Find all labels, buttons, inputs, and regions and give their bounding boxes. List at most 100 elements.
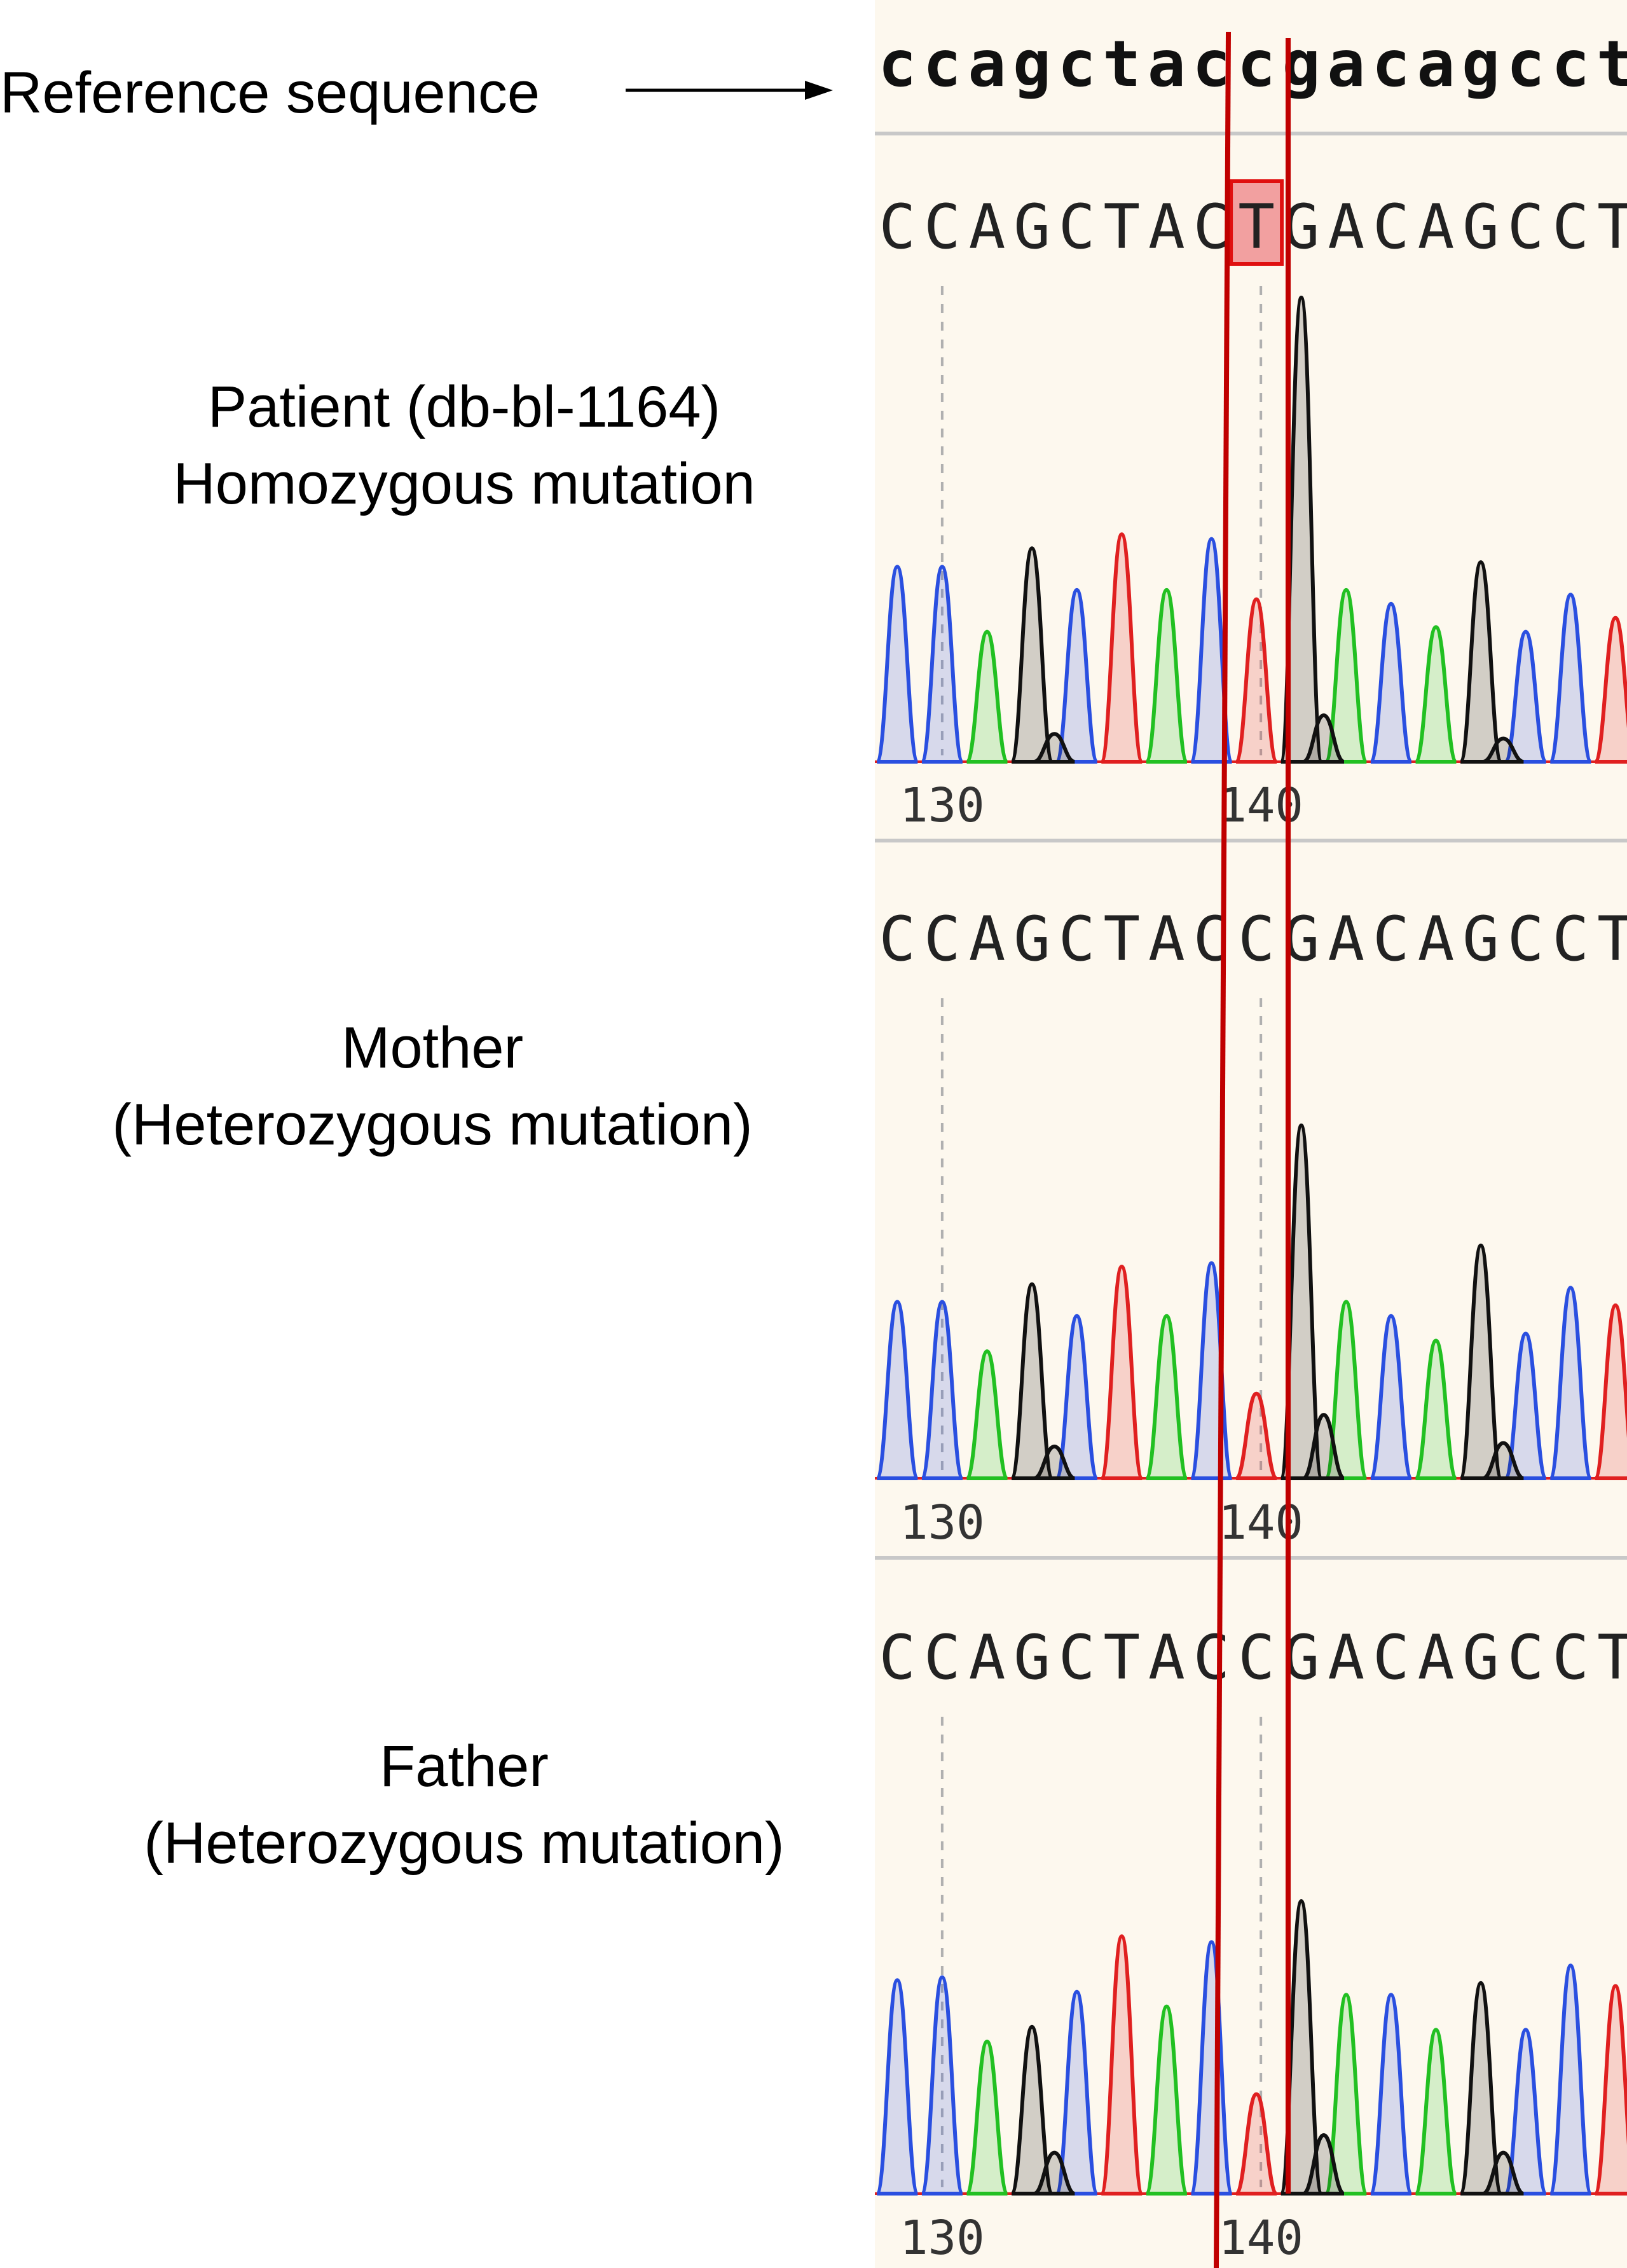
patient-peak: [919, 565, 965, 764]
patient-called-base: T: [1597, 191, 1627, 263]
mother-peak: [965, 1349, 1010, 1480]
father-peak: [1548, 1963, 1593, 2196]
reference-base: g: [1013, 27, 1051, 101]
mother-minor-peak: [1302, 1413, 1345, 1480]
mother-called-base: C: [1059, 904, 1095, 975]
mother-called-base: A: [969, 904, 1006, 975]
mother-peak: [1144, 1314, 1189, 1480]
patient-peak: [1368, 601, 1413, 764]
father-called-base: C: [1059, 1622, 1095, 1693]
mother-peak: [1235, 1391, 1278, 1480]
father-called-base: A: [1328, 1622, 1364, 1693]
mother-called-base: G: [1013, 904, 1050, 975]
reference-base: t: [1596, 27, 1627, 101]
reference-base: c: [1058, 27, 1096, 101]
mother-peak: [1054, 1314, 1099, 1480]
patient-peak: [1503, 629, 1548, 764]
patient-peak: [1548, 593, 1593, 764]
patient-called-base: G: [1013, 191, 1050, 263]
father-minor-peak: [1302, 2133, 1345, 2196]
mother-name: Mother: [341, 1015, 524, 1080]
reference-base: c: [1551, 27, 1589, 101]
patient-peak: [1099, 532, 1144, 764]
father-peak: [1324, 1993, 1369, 2196]
patient-called-base: A: [969, 191, 1006, 263]
father-label: Father (Heterozygous mutation): [95, 1728, 833, 1883]
father-position-tick: 130: [900, 2211, 985, 2265]
mother-peak: [1459, 1243, 1504, 1480]
mother-called-base: C: [1373, 904, 1410, 975]
mother-position-tick: 130: [900, 1495, 985, 1550]
father-peak: [1144, 2004, 1189, 2196]
reference-arrow-icon: [626, 81, 833, 100]
patient-position-tick: 130: [900, 778, 985, 833]
reference-base: c: [878, 27, 916, 101]
patient-called-base: A: [1418, 191, 1455, 263]
patient-status: Homozygous mutation: [173, 451, 755, 517]
reference-base: c: [1507, 27, 1545, 101]
patient-peak: [1593, 615, 1627, 764]
reference-base: a: [1417, 27, 1455, 101]
patient-called-base: T: [1103, 191, 1140, 263]
patient-minor-peak: [1302, 713, 1345, 764]
father-peak: [1459, 1981, 1504, 2196]
father-peak: [1593, 1984, 1627, 2196]
father-called-base: C: [1507, 1622, 1544, 1693]
reference-base: t: [1102, 27, 1141, 101]
reference-base: a: [1148, 27, 1186, 101]
father-called-base: C: [1238, 1622, 1275, 1693]
reference-sequence-label: Reference sequence: [0, 60, 540, 125]
mother-called-base: A: [1148, 904, 1185, 975]
father-position-tick: 140: [1218, 2211, 1303, 2265]
patient-called-base: C: [1552, 191, 1589, 263]
patient-minor-peak: [1033, 732, 1076, 764]
patient-peak: [1459, 560, 1504, 764]
father-called-base: C: [879, 1622, 916, 1693]
mother-called-base: C: [1552, 904, 1589, 975]
patient-called-base: C: [1507, 191, 1544, 263]
patient-name: Patient (db-bl-1164): [207, 375, 721, 439]
patient-peak: [1324, 588, 1369, 764]
mother-label: Mother (Heterozygous mutation): [64, 1010, 801, 1164]
patient-peak: [1234, 597, 1279, 764]
patient-minor-peak: [1482, 736, 1525, 764]
panel-dividers: [875, 132, 1627, 1560]
mother-called-base: T: [1597, 904, 1627, 975]
reference-base: g: [1462, 27, 1500, 101]
mother-called-base: G: [1462, 904, 1499, 975]
mother-peak: [1503, 1331, 1548, 1480]
father-peak: [1234, 2092, 1279, 2196]
mother-called-base: C: [879, 904, 916, 975]
reference-base: a: [968, 27, 1006, 101]
mutation-highlight-box: [1229, 179, 1284, 266]
patient-label: Patient (db-bl-1164) Homozygous mutation: [114, 369, 814, 523]
father-peak: [1099, 1934, 1144, 2196]
mutation-marker-lines: [1214, 31, 1291, 2268]
father-peak: [1368, 1993, 1413, 2196]
father-name: Father: [380, 1734, 549, 1799]
father-called-base: A: [969, 1622, 1006, 1693]
father-called-base: C: [1373, 1622, 1410, 1693]
father-called-base: T: [1103, 1622, 1140, 1693]
father-called-base: C: [924, 1622, 961, 1693]
father-peak: [965, 2039, 1010, 2196]
mother-called-base: A: [1328, 904, 1364, 975]
father-called-base: G: [1013, 1622, 1050, 1693]
father-called-base: C: [1193, 1622, 1230, 1693]
father-called-base: A: [1418, 1622, 1455, 1693]
father-called-base: C: [1552, 1622, 1589, 1693]
father-peak: [1503, 2028, 1548, 2196]
father-peak: [875, 1978, 920, 2196]
mother-called-base: C: [1507, 904, 1544, 975]
patient-peak: [1054, 588, 1099, 764]
mother-status: (Heterozygous mutation): [112, 1092, 753, 1158]
father-peak: [1413, 2028, 1459, 2196]
patient-called-base: G: [1462, 191, 1499, 263]
mother-called-base: C: [924, 904, 961, 975]
mother-called-base: A: [1418, 904, 1455, 975]
father-minor-peak: [1482, 2150, 1525, 2196]
mother-peak: [1099, 1264, 1144, 1480]
mother-peak: [1548, 1286, 1593, 1480]
